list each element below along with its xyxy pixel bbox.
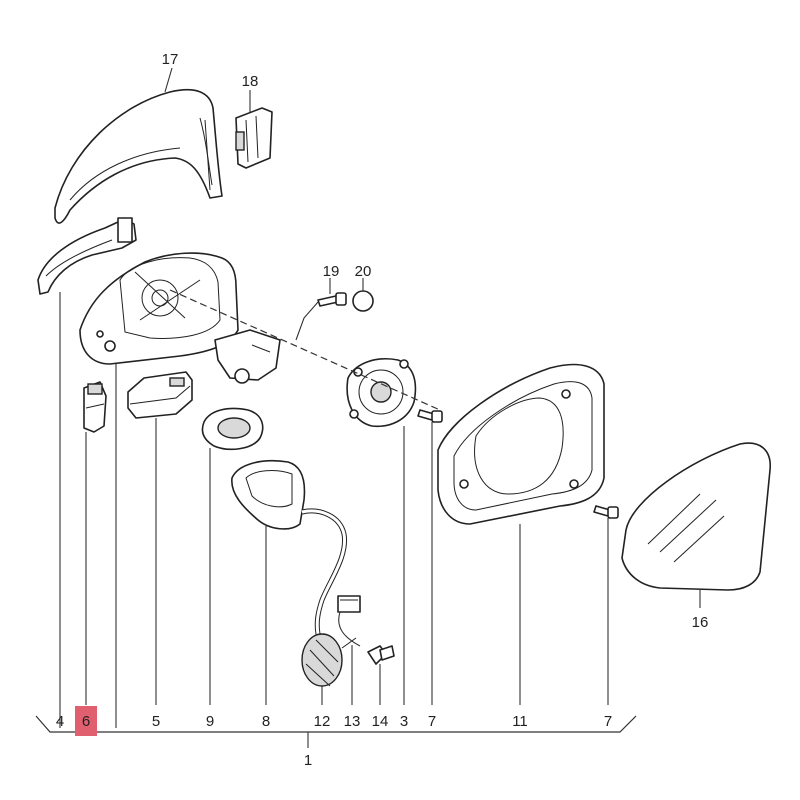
callout-labels: 17 18 19 20 4 6 5 9 8 12 13 14 3 7 11 7 …	[56, 51, 709, 769]
wiring-harness	[301, 508, 357, 687]
callout-13: 13	[344, 713, 361, 730]
base-cover	[231, 459, 306, 530]
assembly-axis	[169, 289, 441, 411]
mirror-glass	[621, 442, 771, 591]
assembly-bracket	[35, 715, 637, 733]
callout-11: 11	[512, 713, 528, 730]
mirror-base-assembly	[79, 252, 281, 384]
callout-16: 16	[692, 614, 709, 631]
small-connector	[367, 645, 395, 665]
leader-lines	[59, 67, 701, 728]
screw	[317, 292, 347, 307]
screw	[417, 409, 443, 423]
mirror-housing	[437, 363, 605, 525]
callout-20: 20	[355, 263, 372, 280]
connector	[337, 595, 361, 647]
callout-9: 9	[206, 713, 214, 730]
callout-19: 19	[323, 263, 340, 280]
puddle-lamp	[127, 371, 193, 419]
turn-signal-lens	[37, 217, 137, 295]
gasket	[201, 407, 264, 451]
clip-bracket	[235, 107, 273, 169]
o-ring	[352, 290, 374, 312]
callout-3: 3	[400, 713, 408, 730]
callout-18: 18	[242, 73, 259, 90]
mirror-cover-cap	[54, 88, 223, 224]
bulb-socket	[83, 381, 107, 433]
callout-6: 6	[82, 713, 90, 730]
callout-17: 17	[162, 51, 179, 68]
callout-5: 5	[152, 713, 160, 730]
highlight-box	[75, 706, 97, 736]
callout-14: 14	[372, 713, 389, 730]
callout-7b: 7	[604, 713, 612, 730]
callout-4: 4	[56, 713, 64, 730]
callout-1: 1	[304, 752, 312, 769]
callout-7a: 7	[428, 713, 436, 730]
callout-8: 8	[262, 713, 270, 730]
leader-19	[295, 301, 319, 341]
callout-12: 12	[314, 713, 331, 730]
adjustment-motor	[346, 358, 417, 428]
screw	[593, 505, 619, 519]
